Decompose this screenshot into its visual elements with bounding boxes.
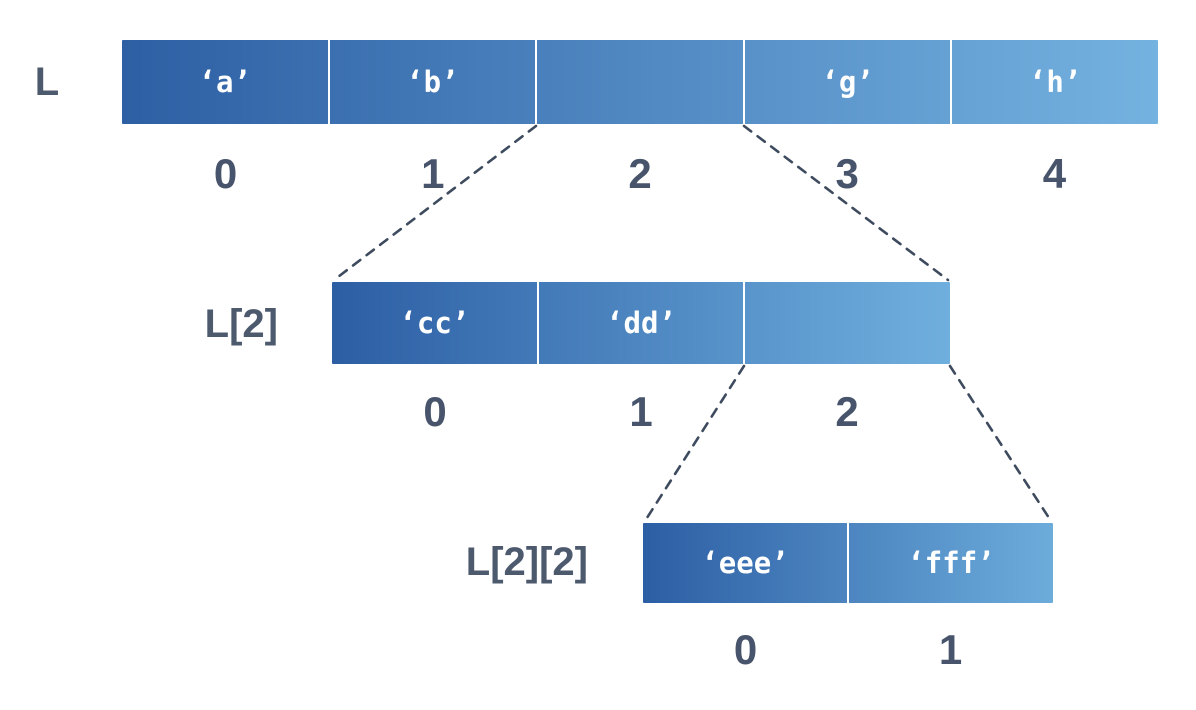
index-label: 1 [421,150,445,197]
row-label-l22: L[2][2] [465,540,588,584]
array-cell: ‘b’ [330,40,538,124]
array-cell: ‘cc’ [332,282,539,364]
index-label: 4 [1042,150,1067,197]
index-label: 0 [733,626,758,673]
index-label: 0 [423,388,447,435]
array-l22: ‘eee’ ‘fff’ [643,523,1053,603]
index-label: 0 [213,150,238,197]
array-l2: ‘cc’ ‘dd’ [332,282,950,364]
array-l: ‘a’ ‘b’ ‘g’ ‘h’ [122,40,1158,124]
array-cell: ‘a’ [122,40,330,124]
index-label: 1 [938,626,963,673]
array-cell-nested-ref [745,282,950,364]
connector-dashed-line-l22-right [948,364,1053,523]
index-row-l2: 0 1 2 [332,386,950,438]
index-label: 1 [629,388,653,435]
array-cell-nested-ref [537,40,745,124]
array-cell: ‘fff’ [907,546,995,580]
row-label-l: L [34,60,60,104]
array-cell: ‘eee’ [643,523,849,603]
index-row-l: 0 1 2 3 4 [122,148,1158,200]
index-label: 2 [628,150,652,197]
array-cell: ‘g’ [745,40,953,124]
index-label: 2 [835,388,859,435]
array-cell: ‘h’ [1028,65,1082,99]
index-label: 3 [835,150,859,197]
row-label-l2: L[2] [204,302,278,346]
array-cell: ‘dd’ [539,282,746,364]
index-row-l22: 0 1 [643,624,1053,676]
